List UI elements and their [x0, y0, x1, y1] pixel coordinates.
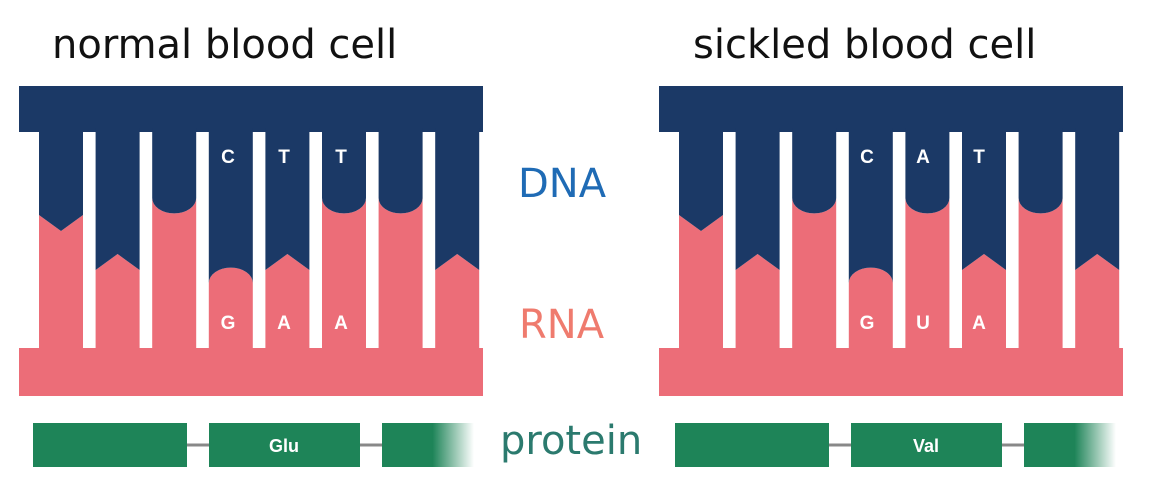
amino-acid-normal: Glu [269, 436, 299, 456]
rna-base-sickled-3: A [972, 313, 986, 334]
rna-tooth-normal-4 [208, 267, 253, 348]
dna-tooth-normal-6 [322, 128, 366, 214]
dna-base-sickled-2: A [916, 147, 930, 168]
amino-acid-sickled: Val [912, 436, 940, 456]
rna-tooth-normal-8 [435, 254, 480, 348]
rna-tooth-sickled-1 [679, 215, 723, 348]
rna-tooth-sickled-5 [905, 198, 950, 348]
rna-tooth-sickled-7 [1018, 198, 1063, 348]
dna-tooth-normal-4 [208, 128, 253, 283]
protein-block-sickled-3 [1024, 423, 1116, 467]
dna-tooth-sickled-6 [962, 128, 1006, 270]
title-sickled: sickled blood cell [693, 22, 1037, 68]
panel-sickled [659, 86, 1123, 396]
panel-normal [19, 86, 483, 396]
protein-chain-normal [33, 423, 474, 467]
dna-tooth-sickled-4 [848, 128, 893, 283]
dna-backbone-normal [19, 86, 483, 132]
title-normal: normal blood cell [52, 22, 398, 68]
dna-tooth-normal-8 [435, 128, 480, 270]
rna-tooth-normal-5 [265, 254, 310, 348]
rna-tooth-sickled-4 [848, 267, 893, 348]
label-dna: DNA [518, 161, 607, 207]
dna-tooth-normal-5 [265, 128, 310, 270]
rna-tooth-normal-2 [95, 254, 140, 348]
protein-block-normal-3 [382, 423, 474, 467]
dna-tooth-normal-3 [152, 128, 197, 214]
rna-tooth-normal-1 [39, 215, 83, 348]
dna-base-normal-2: T [278, 147, 290, 168]
rna-backbone-sickled [659, 348, 1123, 396]
rna-base-normal-1: G [220, 313, 236, 334]
rna-base-sickled-1: G [859, 313, 875, 334]
rna-base-normal-3: A [334, 313, 348, 334]
dna-tooth-normal-2 [95, 128, 140, 270]
dna-backbone-sickled [659, 86, 1123, 132]
dna-tooth-sickled-3 [792, 128, 837, 214]
rna-tooth-sickled-2 [735, 254, 780, 348]
rna-tooth-normal-6 [322, 198, 366, 348]
label-rna: RNA [519, 302, 605, 348]
rna-tooth-sickled-6 [962, 254, 1006, 348]
protein-block-normal-1 [33, 423, 187, 467]
rna-backbone-normal [19, 348, 483, 396]
rna-base-sickled-2: U [916, 313, 930, 334]
protein-block-sickled-2 [851, 423, 1002, 467]
protein-block-normal-2 [209, 423, 360, 467]
dna-base-normal-3: T [335, 147, 347, 168]
rna-tooth-sickled-3 [792, 198, 837, 348]
dna-base-sickled-3: T [973, 147, 985, 168]
protein-block-sickled-1 [675, 423, 829, 467]
dna-tooth-sickled-7 [1018, 128, 1063, 214]
dna-tooth-sickled-1 [679, 128, 723, 231]
dna-base-sickled-1: C [860, 147, 874, 168]
rna-base-normal-2: A [277, 313, 291, 334]
dna-tooth-sickled-8 [1075, 128, 1120, 270]
rna-tooth-normal-7 [378, 198, 423, 348]
rna-tooth-normal-3 [152, 198, 197, 348]
dna-base-normal-1: C [221, 147, 235, 168]
dna-tooth-sickled-2 [735, 128, 780, 270]
dna-tooth-sickled-5 [905, 128, 950, 214]
label-protein: protein [500, 418, 643, 464]
rna-tooth-sickled-8 [1075, 254, 1120, 348]
protein-chain-sickled [675, 423, 1116, 467]
dna-tooth-normal-1 [39, 128, 83, 231]
dna-tooth-normal-7 [378, 128, 423, 214]
